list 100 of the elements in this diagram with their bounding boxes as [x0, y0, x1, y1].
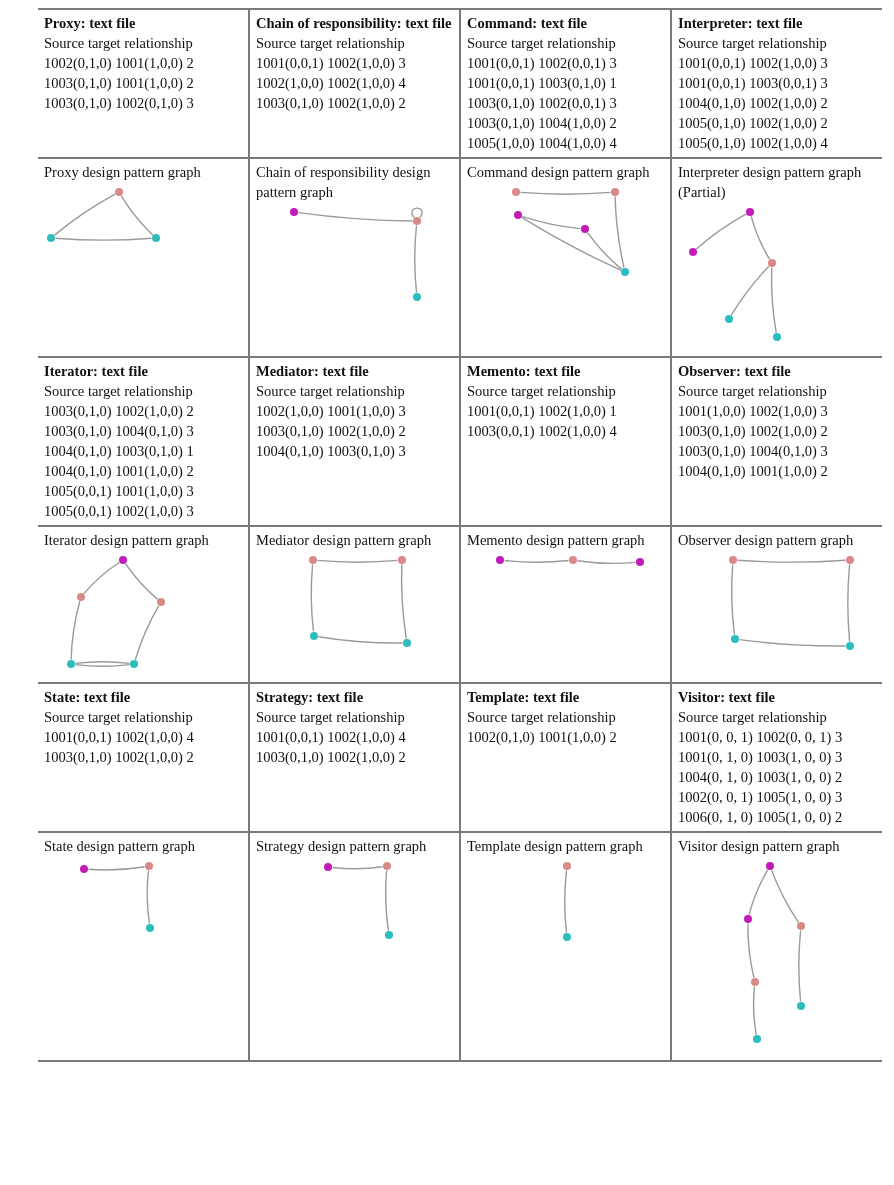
relationship-row-text: 1003(0,1,0) 1002(1,0,0) 2 [44, 748, 195, 767]
pattern-heading: Iterator: text file [44, 362, 149, 381]
graph-node-dot [115, 188, 123, 196]
relationship-row-text: 1004(0,1,0) 1002(1,0,0) 2 [678, 94, 829, 113]
relationship-row-text: 1003(0,1,0) 1002(0,1,0) 3 [44, 94, 195, 113]
relationship-row-text: 1006(0, 1, 0) 1005(1, 0, 0) 2 [678, 808, 844, 827]
graph-edge [87, 866, 146, 871]
column-caption: Source target relationship [678, 382, 828, 401]
relationship-row-text: 1005(0,0,1) 1001(1,0,0) 3 [44, 482, 195, 501]
graph-node-dot [385, 931, 393, 939]
column-caption: Source target relationship [678, 34, 828, 53]
graph-node-dot [846, 642, 854, 650]
graph-node-dot [398, 556, 406, 564]
relationship-row-text: 1001(0,0,1) 1003(0,1,0) 1 [467, 74, 618, 93]
graph-edge [521, 215, 582, 230]
graph-node-dot [689, 248, 697, 256]
graph-node-dot [636, 558, 644, 566]
relationship-row-text: 1003(0,1,0) 1002(1,0,0) 2 [256, 94, 407, 113]
graph-edge [400, 563, 407, 640]
graph-caption: Template design pattern graph [467, 837, 644, 856]
graph-edge [798, 929, 802, 1003]
relationship-row-text: 1003(0,1,0) 1002(1,0,0) 2 [256, 748, 407, 767]
pattern-heading: Memento: text file [467, 362, 582, 381]
graph-edge [730, 265, 770, 316]
graph-caption: Command design pattern graph [467, 163, 651, 182]
graph-node-dot [130, 660, 138, 668]
graph-node-dot [746, 208, 754, 216]
graph-node-dot [157, 598, 165, 606]
graph-node-dot [403, 639, 411, 647]
graph-node-dot [146, 924, 154, 932]
relationship-row-text: 1003(0,1,0) 1002(1,0,0) 2 [256, 422, 407, 441]
graph-edge [297, 211, 414, 222]
graph-node-dot [731, 635, 739, 643]
relationship-row-text: 1004(0,1,0) 1003(0,1,0) 3 [256, 442, 407, 461]
graph-edge [317, 636, 404, 644]
relationship-row-text: 1001(0,0,1) 1002(1,0,0) 1 [467, 402, 618, 421]
relationship-row-text: 1003(0,0,1) 1002(1,0,0) 4 [467, 422, 618, 441]
pattern-heading: Proxy: text file [44, 14, 137, 33]
graph-edge [576, 560, 637, 565]
graph-edge [70, 600, 81, 661]
relationship-row-text: 1002(0,1,0) 1001(1,0,0) 2 [467, 728, 618, 747]
relationship-row-text: 1001(0,0,1) 1003(0,0,1) 3 [678, 74, 829, 93]
relationship-row-text: 1005(0,1,0) 1002(1,0,0) 2 [678, 114, 829, 133]
relationship-row-text: 1002(0, 0, 1) 1005(1, 0, 0) 3 [678, 788, 844, 807]
pattern-heading: Observer: text file [678, 362, 792, 381]
relationship-row-text: 1001(0,0,1) 1002(1,0,0) 3 [678, 54, 829, 73]
graph-edge [736, 559, 847, 563]
pattern-heading: Command: text file [467, 14, 588, 33]
graph-node-dot [310, 632, 318, 640]
graph-node-dot [514, 211, 522, 219]
graph-edge [503, 559, 570, 563]
relationship-row-text: 1001(1,0,0) 1002(1,0,0) 3 [678, 402, 829, 421]
graph-edge [134, 605, 160, 661]
graph-caption: Strategy design pattern graph [256, 837, 428, 856]
graph-caption: Proxy design pattern graph [44, 163, 202, 182]
graph-caption: Interpreter design pattern graph (Partial) [678, 163, 863, 202]
relationship-row-text: 1001(0,0,1) 1002(0,0,1) 3 [467, 54, 618, 73]
graph-edge [770, 266, 777, 334]
graph-node-dot [768, 259, 776, 267]
graph-node-dot [324, 863, 332, 871]
graph-node-dot [725, 315, 733, 323]
graph-node-dot [611, 188, 619, 196]
graph-node-dot [145, 862, 153, 870]
graph-edge [738, 638, 847, 647]
column-caption: Source target relationship [467, 382, 617, 401]
column-caption: Source target relationship [467, 708, 617, 727]
graph-node-dot [413, 217, 421, 225]
graph-node-dot [751, 978, 759, 986]
graph-node-dot [569, 556, 577, 564]
relationship-row-text: 1004(0,1,0) 1001(1,0,0) 2 [678, 462, 829, 481]
relationship-row-text: 1005(0,0,1) 1002(1,0,0) 3 [44, 502, 195, 521]
relationship-row-text: 1003(0,1,0) 1002(0,0,1) 3 [467, 94, 618, 113]
relationship-row-text: 1001(0, 0, 1) 1002(0, 0, 1) 3 [678, 728, 844, 747]
graph-caption: Memento design pattern graph [467, 531, 646, 550]
pattern-heading: Mediator: text file [256, 362, 370, 381]
graph-node-dot [563, 933, 571, 941]
graph-node-dot [413, 293, 421, 301]
graph-node-dot [563, 862, 571, 870]
column-caption: Source target relationship [256, 708, 406, 727]
graph-edge [120, 195, 154, 236]
relationship-row-text: 1004(0, 1, 0) 1003(1, 0, 0) 2 [678, 768, 844, 787]
graph-node-dot [773, 333, 781, 341]
graph-caption: Chain of responsibility design pattern graph [256, 163, 432, 202]
graph-node-dot [797, 922, 805, 930]
column-caption: Source target relationship [44, 708, 194, 727]
graph-node-dot [77, 593, 85, 601]
graph-node-dot [67, 660, 75, 668]
graph-node-dot [290, 208, 298, 216]
graph-edge [730, 563, 736, 636]
graph-edge [748, 869, 769, 916]
graph-caption: Visitor design pattern graph [678, 837, 841, 856]
graph-node-dot [80, 865, 88, 873]
graph-edge [146, 869, 151, 925]
graph-caption: Iterator design pattern graph [44, 531, 210, 550]
graph-caption: State design pattern graph [44, 837, 196, 856]
graph-edge [847, 563, 851, 643]
graph-node-dot [581, 225, 589, 233]
relationship-row-text: 1003(0,1,0) 1004(1,0,0) 2 [467, 114, 618, 133]
graph-edge [53, 193, 116, 236]
graph-edge [519, 191, 612, 195]
